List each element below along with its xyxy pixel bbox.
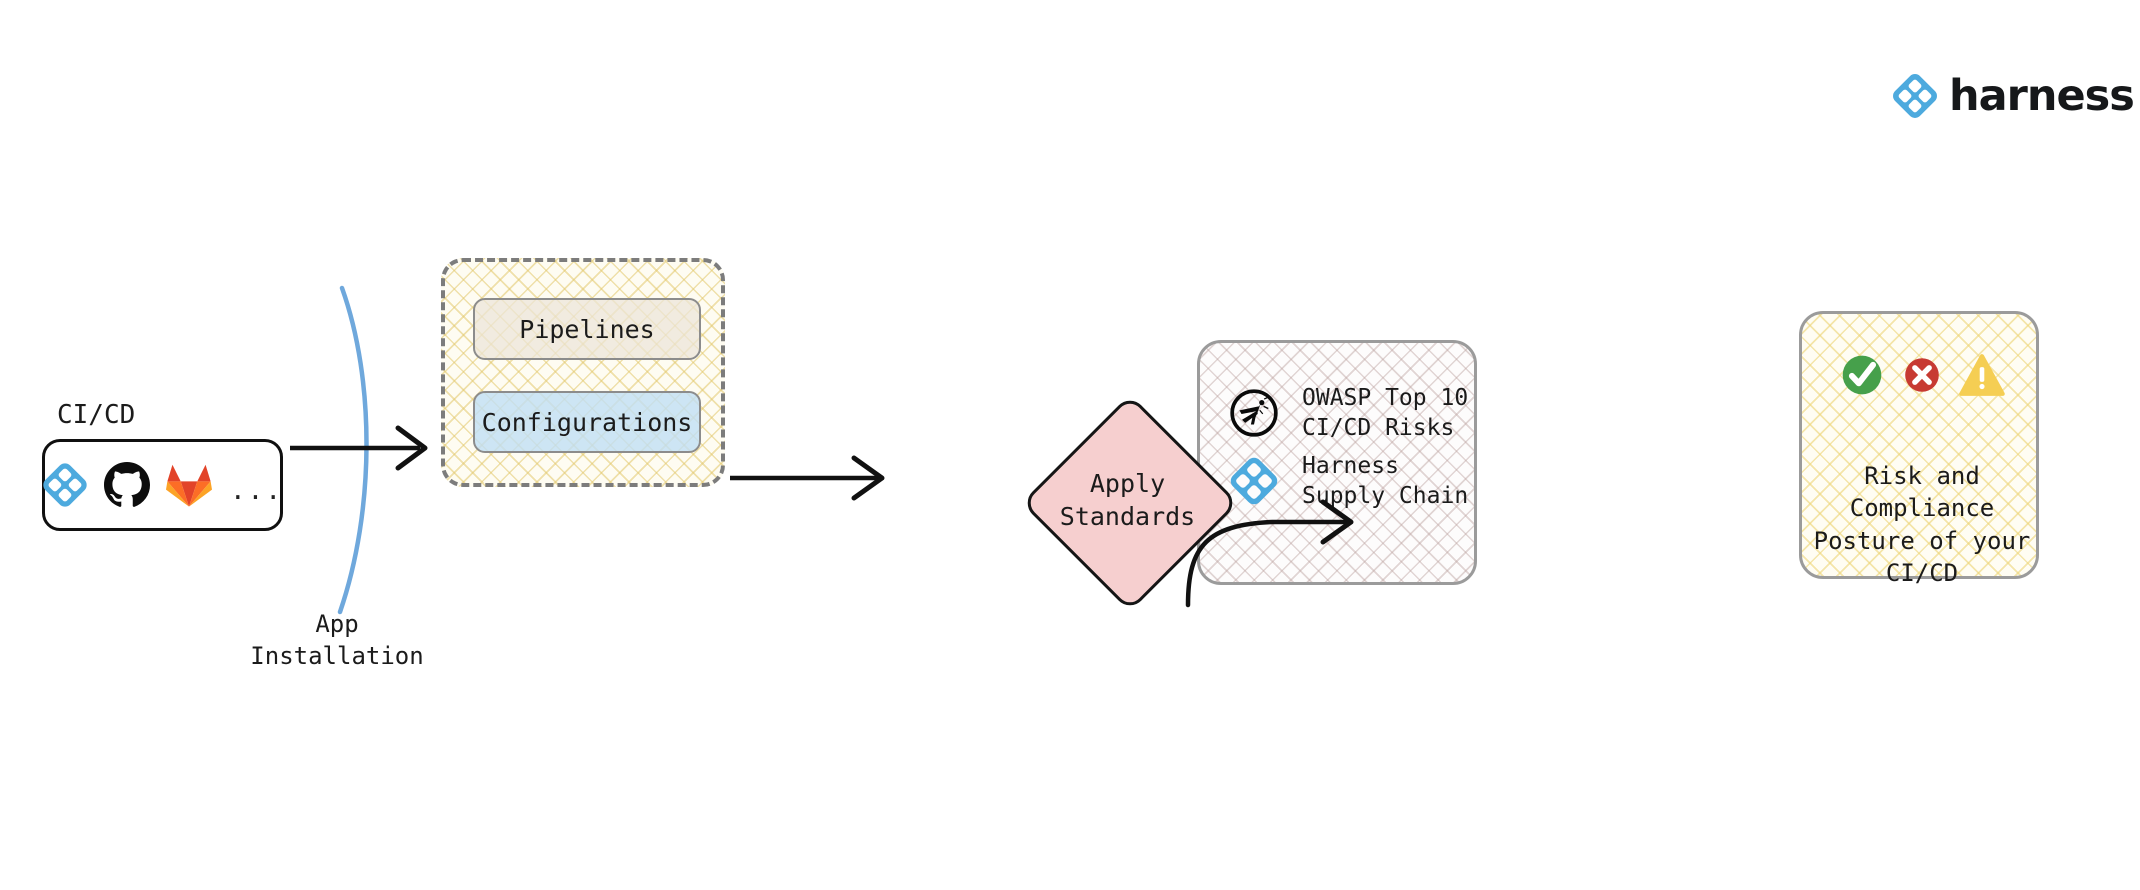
outcome-box: Risk and Compliance Posture of your CI/C… — [1799, 311, 2042, 587]
harness-diamond-icon — [1893, 74, 1937, 118]
cicd-tools-box: ... — [42, 439, 283, 531]
github-icon — [104, 462, 151, 507]
standard-item-label: OWASP Top 10 CI/CD Risks — [1302, 385, 1469, 442]
apply-standards-label: Apply Standards — [1059, 469, 1196, 531]
harness-icon — [43, 463, 87, 507]
arrowhead-icon — [395, 425, 428, 471]
arrow-artifacts-to-standards — [730, 455, 885, 501]
artifacts-group: Pipelines Configurations — [441, 258, 725, 487]
harness-brand-logo: harness — [1893, 70, 2135, 121]
x-circle-icon — [1905, 358, 1939, 392]
standard-item-harness: Harness Supply Chain — [1228, 451, 1468, 512]
pipelines-card[interactable]: Pipelines — [473, 298, 701, 360]
configurations-card[interactable]: Configurations — [473, 391, 701, 453]
more-tools-ellipsis: ... — [230, 476, 283, 506]
app-installation-connector — [290, 285, 428, 615]
status-icon-group — [1802, 352, 2042, 398]
outcome-label: Risk and Compliance Posture of your CI/C… — [1813, 462, 2031, 588]
standards-box: OWASP Top 10 CI/CD Risks Harness Supply … — [1197, 340, 1477, 585]
gitlab-icon — [166, 464, 213, 507]
arrowhead-icon — [851, 455, 885, 501]
standard-item-owasp: OWASP Top 10 CI/CD Risks — [1228, 383, 1468, 444]
app-installation-label: App Installation — [250, 610, 424, 671]
arrowhead-icon — [1320, 499, 1354, 545]
harness-icon — [1230, 458, 1278, 505]
check-circle-icon — [1842, 355, 1882, 395]
warning-triangle-icon — [1959, 354, 2005, 396]
brand-wordmark: harness — [1949, 70, 2135, 121]
owasp-icon — [1230, 389, 1278, 438]
apply-standards-node[interactable]: Apply Standards — [1021, 394, 1239, 612]
arrow-apply-to-outcome — [1185, 499, 1354, 608]
cicd-label: CI/CD — [57, 400, 136, 430]
standard-item-label: Harness Supply Chain — [1302, 453, 1469, 510]
